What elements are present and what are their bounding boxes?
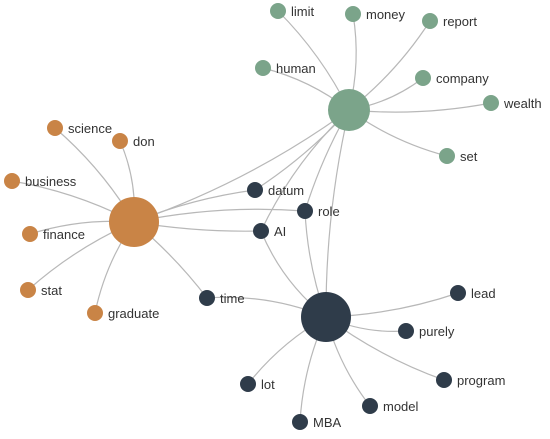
node-purely: purely bbox=[398, 323, 455, 339]
node-dot-mba bbox=[292, 414, 308, 430]
node-datum: datum bbox=[247, 182, 304, 198]
node-label-set: set bbox=[460, 149, 478, 164]
node-label-purely: purely bbox=[419, 324, 455, 339]
node-don: don bbox=[112, 133, 155, 149]
node-human: human bbox=[255, 60, 316, 76]
green-hub-node bbox=[328, 89, 370, 131]
node-wealth: wealth bbox=[483, 95, 542, 111]
node-label-money: money bbox=[366, 7, 406, 22]
node-dot-business bbox=[4, 173, 20, 189]
node-label-company: company bbox=[436, 71, 489, 86]
node-model: model bbox=[362, 398, 419, 414]
node-label-model: model bbox=[383, 399, 419, 414]
node-dot-purely bbox=[398, 323, 414, 339]
node-dot-datum bbox=[247, 182, 263, 198]
node-dot-human bbox=[255, 60, 271, 76]
node-dot-time bbox=[199, 290, 215, 306]
node-graduate: graduate bbox=[87, 305, 159, 321]
node-dot-science bbox=[47, 120, 63, 136]
node-report: report bbox=[422, 13, 477, 29]
node-mba: MBA bbox=[292, 414, 342, 430]
node-label-science: science bbox=[68, 121, 112, 136]
node-label-don: don bbox=[133, 134, 155, 149]
node-dot-role bbox=[297, 203, 313, 219]
node-label-wealth: wealth bbox=[503, 96, 542, 111]
edge-green-hub-dark-hub bbox=[325, 109, 350, 318]
orange-hub-node bbox=[109, 197, 159, 247]
node-label-ai: AI bbox=[274, 224, 286, 239]
node-label-limit: limit bbox=[291, 4, 314, 19]
dark-hub-node bbox=[301, 292, 351, 342]
edge-green-hub-wealth bbox=[348, 102, 492, 113]
node-set: set bbox=[439, 148, 478, 164]
node-money: money bbox=[345, 6, 406, 22]
node-dot-lead bbox=[450, 285, 466, 301]
node-lot: lot bbox=[240, 376, 275, 392]
node-dot-graduate bbox=[87, 305, 103, 321]
node-company: company bbox=[415, 70, 489, 86]
node-dot-don bbox=[112, 133, 128, 149]
node-label-mba: MBA bbox=[313, 415, 342, 430]
node-label-role: role bbox=[318, 204, 340, 219]
node-finance: finance bbox=[22, 226, 85, 242]
node-lead: lead bbox=[450, 285, 496, 301]
node-dot-finance bbox=[22, 226, 38, 242]
node-dot-report bbox=[422, 13, 438, 29]
node-label-program: program bbox=[457, 373, 505, 388]
node-label-lot: lot bbox=[261, 377, 275, 392]
node-label-time: time bbox=[220, 291, 245, 306]
edge-green-hub-orange-hub bbox=[133, 109, 350, 223]
node-science: science bbox=[47, 120, 112, 136]
node-dot-stat bbox=[20, 282, 36, 298]
node-label-human: human bbox=[276, 61, 316, 76]
node-stat: stat bbox=[20, 282, 62, 298]
node-label-datum: datum bbox=[268, 183, 304, 198]
node-label-graduate: graduate bbox=[108, 306, 159, 321]
node-label-business: business bbox=[25, 174, 77, 189]
node-dot-limit bbox=[270, 3, 286, 19]
node-dot-wealth bbox=[483, 95, 499, 111]
node-label-report: report bbox=[443, 14, 477, 29]
node-label-stat: stat bbox=[41, 283, 62, 298]
node-dot-company bbox=[415, 70, 431, 86]
node-business: business bbox=[4, 173, 77, 189]
node-program: program bbox=[436, 372, 505, 388]
node-dot-program bbox=[436, 372, 452, 388]
node-ai: AI bbox=[253, 223, 286, 239]
node-label-finance: finance bbox=[43, 227, 85, 242]
node-limit: limit bbox=[270, 3, 314, 19]
node-dot-ai bbox=[253, 223, 269, 239]
node-dot-money bbox=[345, 6, 361, 22]
node-label-lead: lead bbox=[471, 286, 496, 301]
node-dot-model bbox=[362, 398, 378, 414]
edge-orange-hub-role bbox=[133, 208, 306, 223]
node-layer: limit money report human company wealth set sci… bbox=[4, 3, 542, 430]
node-time: time bbox=[199, 290, 245, 306]
node-dot-set bbox=[439, 148, 455, 164]
node-role: role bbox=[297, 203, 340, 219]
node-dot-lot bbox=[240, 376, 256, 392]
